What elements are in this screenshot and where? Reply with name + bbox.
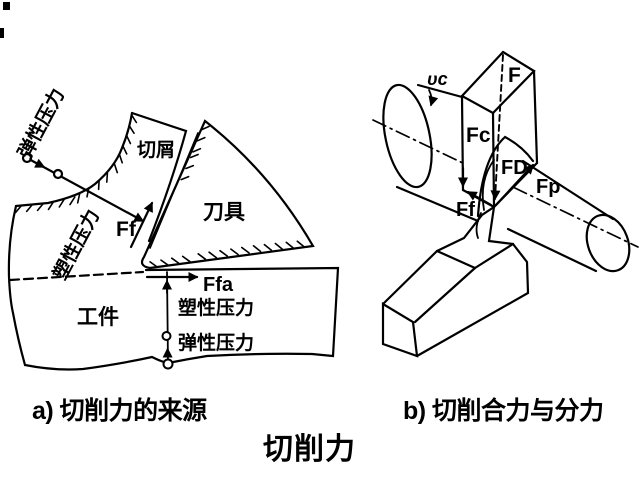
label-force-ff: Ff: [116, 218, 137, 241]
label-force-fp: Fp: [536, 176, 560, 198]
hatch-a-flank: [149, 240, 305, 268]
label-plastic-pressure-rotated: 塑性压力: [48, 205, 104, 283]
pressure-point-circle: [161, 331, 172, 341]
elastic-pressure-line: [25, 156, 145, 223]
machined-cylinder: [506, 159, 631, 273]
vc-arrow: [428, 89, 439, 107]
resultant-f-dashed-line: [490, 54, 504, 201]
label-force-fc: Fc: [466, 124, 491, 147]
tool-shank: [381, 205, 530, 358]
hatch-a-rake: [180, 125, 210, 181]
figure-a: [7, 111, 340, 371]
tool-outline: [140, 119, 315, 270]
label-elastic-pressure-rotated: 弹性压力: [13, 84, 69, 162]
figure-a-caption: a) 切削力的来源: [32, 396, 207, 425]
fd-arrow: [494, 163, 535, 207]
workpiece-outline: [7, 204, 340, 371]
label-plastic-pressure: 塑性压力: [178, 296, 254, 319]
workpiece-centerline: [372, 119, 639, 248]
pressure-point-circle: [52, 168, 64, 180]
workpiece-surface-curve: [14, 111, 134, 208]
zone-boundary-dashed-line: [8, 270, 145, 282]
slide-title: 切削力: [263, 433, 356, 466]
shoulder-arc: [476, 135, 535, 218]
elastic-pressure-mid-arrow: [33, 158, 46, 168]
slide-bullet-mark: [3, 2, 10, 10]
chip-outline: [130, 111, 188, 243]
figure-b: [372, 50, 639, 358]
chip-curl-arc: [475, 212, 482, 239]
force-box: [458, 50, 539, 209]
label-workpiece: 工件: [77, 306, 119, 329]
label-force-ffa: Ffa: [203, 274, 234, 296]
label-elastic-pressure: 弹性压力: [178, 331, 254, 354]
pressure-point-circle: [162, 358, 174, 370]
label-force-ff-b: Ff: [456, 199, 475, 221]
ff-arrow: [466, 190, 493, 207]
hatch-a-surface: [14, 114, 138, 214]
rake-face-arrow: [129, 201, 154, 249]
figure-b-caption: b) 切削合力与分力: [403, 396, 604, 425]
label-tool: 刀具: [203, 201, 245, 224]
workpiece-cylinder: [382, 83, 480, 223]
shoulder-inner-arc: [481, 159, 495, 211]
label-force-fd: FD: [501, 157, 528, 179]
label-force-f: F: [508, 64, 521, 87]
slide-bullet-mark: [0, 28, 4, 38]
label-cutting-speed: υc: [427, 69, 448, 89]
label-chip: 切屑: [137, 139, 175, 161]
pressure-point-circle: [21, 152, 33, 164]
